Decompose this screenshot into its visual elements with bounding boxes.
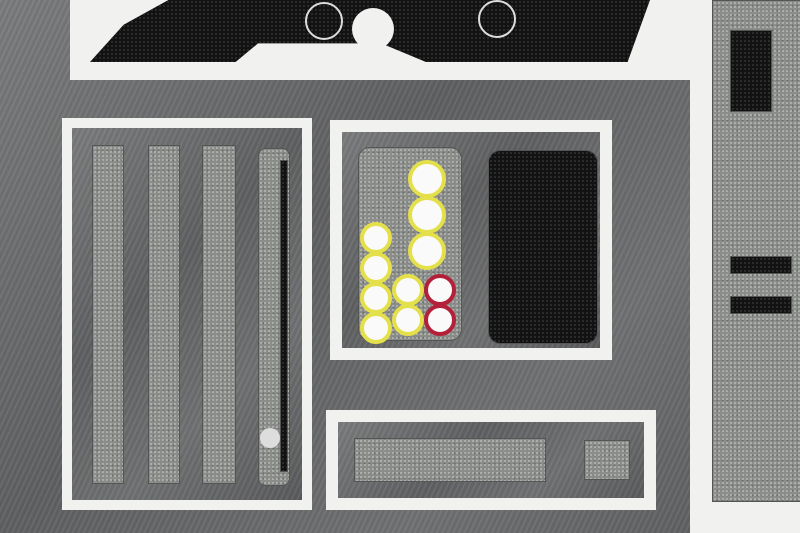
gauge-yellow <box>408 160 446 198</box>
top-panel-hole <box>352 8 394 50</box>
part-4-strip <box>148 145 180 484</box>
top-gauge <box>478 0 516 38</box>
gauge-yellow <box>408 232 446 270</box>
right-panel-slot <box>730 256 792 274</box>
part-6-light <box>260 428 280 448</box>
gauge-yellow <box>360 312 392 344</box>
gauge-red <box>424 304 456 336</box>
part-9-strip <box>354 438 546 482</box>
gauge-yellow <box>360 252 392 284</box>
part-5-strip <box>202 145 236 484</box>
part-6-dark-band <box>280 160 288 472</box>
gauge-yellow <box>360 282 392 314</box>
right-panel-black-box <box>730 30 772 112</box>
gauge-yellow <box>392 274 424 306</box>
gauge-yellow <box>392 304 424 336</box>
part-3-strip <box>92 145 124 484</box>
gauge-yellow <box>360 222 392 254</box>
gauge-yellow <box>408 196 446 234</box>
part-8-black-panel <box>488 150 598 344</box>
right-panel-slot <box>730 296 792 314</box>
gauge-red <box>424 274 456 306</box>
top-gauge <box>305 2 343 40</box>
part-10-box <box>584 440 630 480</box>
